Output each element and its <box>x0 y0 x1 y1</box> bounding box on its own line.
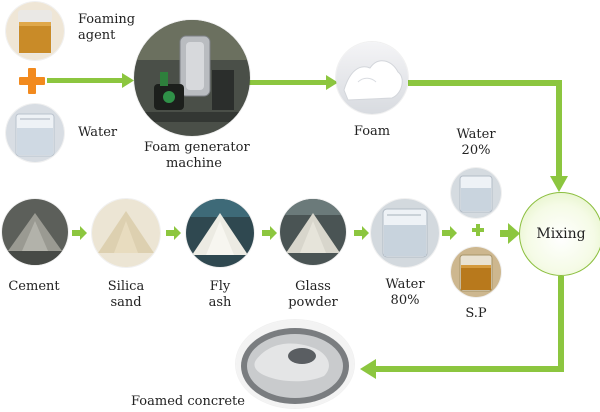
mixing-label: Mixing <box>536 226 586 242</box>
arrow-glass-to-water <box>354 226 369 240</box>
cement-photo <box>2 199 68 265</box>
sp-label: S.P <box>465 306 487 321</box>
water-80-label: Water 80% <box>385 277 425 308</box>
plus-icon <box>19 68 45 94</box>
foaming-agent-photo <box>6 2 64 60</box>
foaming-agent-label: Foaming agent <box>78 12 136 43</box>
silica-sand-photo <box>92 199 160 267</box>
glass-powder-label: Glass powder <box>288 279 338 310</box>
fly-ash-label: Fly ash <box>208 279 232 310</box>
plus-icon <box>472 224 484 236</box>
fly-ash-photo <box>186 199 254 267</box>
foam-generator-photo <box>134 20 250 136</box>
foam-photo <box>336 42 408 114</box>
water-top-label: Water <box>78 125 118 140</box>
arrow-flyash-to-glass <box>262 226 277 240</box>
arrow-foam-to-mixing <box>408 80 568 192</box>
water-20-label: Water 20% <box>456 127 496 158</box>
silica-sand-label: Silica sand <box>107 279 145 310</box>
mixing-node: Mixing <box>519 192 600 276</box>
arrow-cement-to-sand <box>72 226 87 240</box>
glass-powder-photo <box>280 199 346 265</box>
foamed-concrete-label: Foamed concrete <box>131 394 245 409</box>
foamed-concrete-photo <box>236 320 354 408</box>
foam-label: Foam <box>353 124 391 139</box>
arrow-sand-to-flyash <box>166 226 181 240</box>
arrow-agent-to-machine <box>47 73 134 88</box>
cement-label: Cement <box>8 279 60 294</box>
arrow-additives-to-mixing <box>500 223 520 244</box>
foam-generator-label: Foam generator machine <box>144 140 250 171</box>
arrow-machine-to-foam <box>249 75 338 90</box>
water-photo-top <box>6 104 64 162</box>
water-20-photo <box>451 168 501 218</box>
arrow-mixing-to-concrete <box>360 276 564 379</box>
arrow-water-to-additives <box>442 226 457 240</box>
water-80-photo <box>371 199 439 267</box>
sp-photo <box>451 247 501 297</box>
